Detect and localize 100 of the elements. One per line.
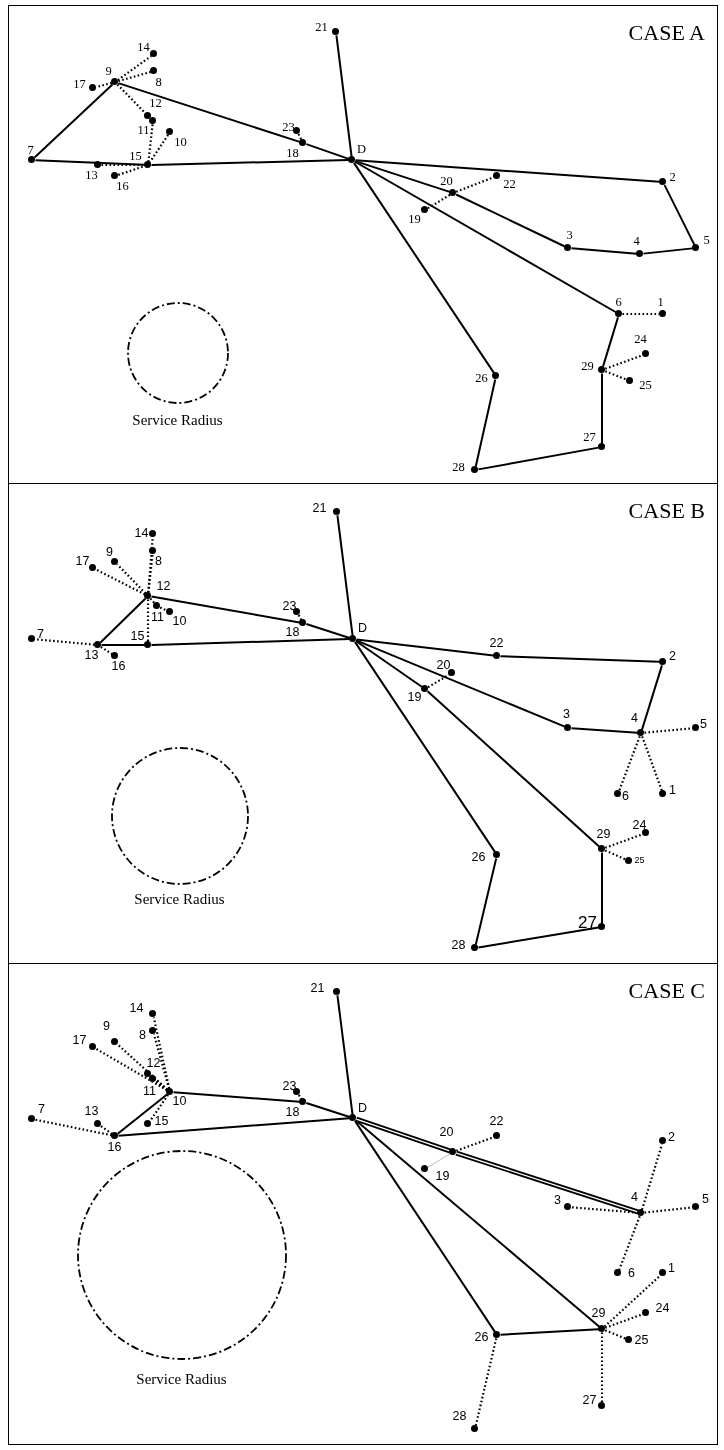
point-label: 13 bbox=[85, 168, 98, 181]
point-label: 5 bbox=[702, 1192, 709, 1205]
route-line bbox=[117, 1117, 351, 1137]
point-label: 25 bbox=[639, 378, 652, 391]
route-line bbox=[474, 857, 498, 946]
point-label: 17 bbox=[72, 1033, 87, 1046]
dotted-link bbox=[116, 83, 147, 115]
route-line bbox=[305, 623, 351, 639]
route-line bbox=[117, 82, 301, 143]
route-line bbox=[499, 1328, 600, 1336]
point-label: 15 bbox=[129, 149, 142, 162]
dotted-link bbox=[101, 163, 145, 167]
point-label: 21 bbox=[312, 501, 327, 514]
route-line bbox=[352, 161, 496, 375]
point-label: 14 bbox=[129, 1001, 144, 1014]
case-panel bbox=[8, 483, 718, 964]
dotted-link bbox=[149, 1094, 169, 1122]
route-line bbox=[663, 184, 696, 246]
point-label: 12 bbox=[146, 1056, 161, 1069]
double-route-line bbox=[355, 1116, 451, 1154]
dotted-link bbox=[155, 1080, 168, 1091]
route-line bbox=[335, 34, 353, 158]
route-line bbox=[172, 1091, 301, 1103]
point-label: 17 bbox=[73, 77, 86, 90]
point-label: 12 bbox=[149, 96, 162, 109]
point-label: 9 bbox=[103, 1019, 110, 1032]
route-line bbox=[354, 640, 424, 688]
point-label: 4 bbox=[631, 1190, 638, 1203]
point-label: 1 bbox=[657, 295, 664, 308]
dotted-link bbox=[146, 599, 150, 642]
dotted-link bbox=[474, 1338, 498, 1426]
point-label: 23 bbox=[282, 120, 295, 133]
point-label: 2 bbox=[669, 649, 676, 662]
point-label: 3 bbox=[563, 707, 570, 720]
route-line bbox=[354, 160, 451, 193]
route-line bbox=[150, 159, 350, 166]
dotted-link bbox=[455, 1136, 495, 1152]
route-line bbox=[570, 247, 638, 255]
dotted-link bbox=[644, 727, 693, 734]
point-label: 8 bbox=[139, 1028, 146, 1041]
case-panel bbox=[8, 963, 718, 1445]
point-label: 26 bbox=[475, 371, 488, 384]
dotted-link bbox=[604, 354, 644, 370]
dotted-link bbox=[147, 554, 154, 593]
point-label: 18 bbox=[285, 625, 300, 638]
route-line bbox=[455, 193, 566, 248]
point-label: 24 bbox=[655, 1301, 670, 1314]
route-line bbox=[354, 159, 661, 183]
route-line bbox=[641, 664, 663, 731]
point-label: 16 bbox=[111, 659, 126, 672]
point-label: 28 bbox=[451, 938, 466, 951]
dotted-link bbox=[149, 134, 169, 163]
point-label: 22 bbox=[503, 177, 516, 190]
point-label: 17 bbox=[75, 554, 90, 567]
route-line bbox=[427, 1153, 451, 1168]
point-label: 1 bbox=[668, 1261, 675, 1274]
dotted-link bbox=[427, 193, 451, 210]
point-label: 11 bbox=[137, 123, 150, 136]
route-line bbox=[353, 640, 497, 854]
point-label: 19 bbox=[408, 212, 421, 225]
point-label: 27 bbox=[578, 913, 597, 930]
point-label: 20 bbox=[439, 1125, 454, 1138]
point-label: 25 bbox=[634, 855, 645, 864]
point-label: 1 bbox=[669, 783, 676, 796]
dotted-link bbox=[117, 55, 152, 81]
case-panel bbox=[8, 5, 718, 484]
dotted-link bbox=[427, 673, 450, 689]
dotted-link bbox=[118, 70, 151, 83]
double-route-line bbox=[455, 1150, 639, 1215]
point-label: 18 bbox=[286, 146, 299, 159]
point-label: 21 bbox=[315, 20, 328, 33]
route-line bbox=[355, 638, 495, 657]
route-line bbox=[305, 1102, 351, 1118]
point-label: 22 bbox=[489, 1114, 504, 1127]
dotted-link bbox=[618, 735, 641, 792]
point-label: 29 bbox=[596, 827, 611, 840]
point-label: 10 bbox=[172, 614, 187, 627]
point-label: 9 bbox=[106, 545, 113, 558]
route-line bbox=[354, 160, 617, 314]
point-label: 24 bbox=[634, 332, 647, 345]
dotted-link bbox=[641, 735, 663, 792]
point-label: 6 bbox=[615, 295, 622, 308]
circle-caption: Service Radius bbox=[134, 890, 225, 908]
dotted-link bbox=[100, 1125, 113, 1135]
point-label: 28 bbox=[452, 460, 465, 473]
route-line bbox=[336, 514, 354, 637]
point-label: 10 bbox=[174, 135, 187, 148]
point-label: 4 bbox=[631, 711, 638, 724]
route-line bbox=[601, 851, 603, 925]
dotted-link bbox=[117, 165, 146, 176]
point-label: 21 bbox=[310, 981, 325, 994]
route-line bbox=[33, 83, 114, 159]
route-line bbox=[116, 1093, 169, 1135]
dotted-link bbox=[149, 597, 156, 605]
case-title: CASE A bbox=[628, 20, 705, 46]
point-label: 27 bbox=[583, 430, 596, 443]
point-label: 16 bbox=[107, 1140, 122, 1153]
route-line bbox=[34, 159, 146, 166]
dotted-link bbox=[604, 1313, 644, 1329]
route-line bbox=[150, 638, 351, 646]
